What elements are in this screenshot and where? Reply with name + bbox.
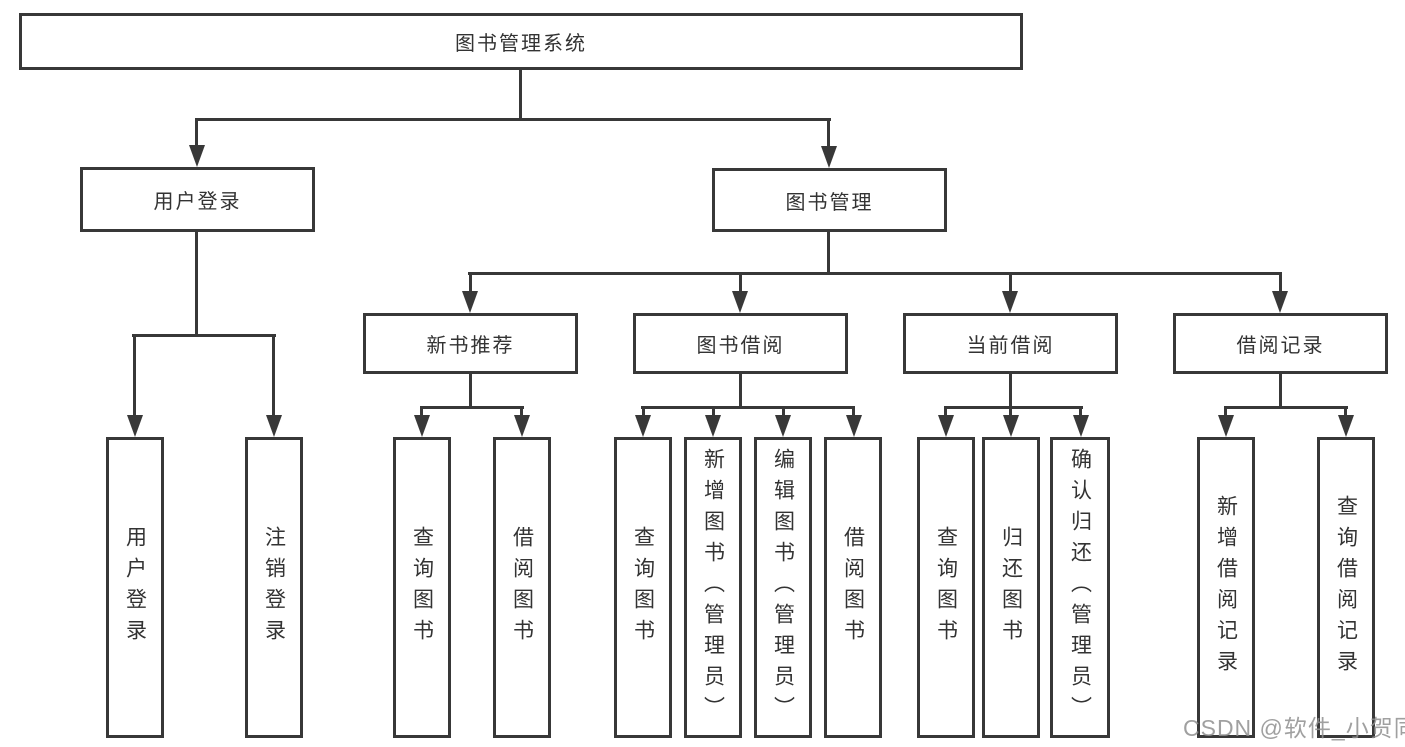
node-root: 图书管理系统	[19, 13, 1023, 70]
node-book-management: 图书管理	[712, 168, 947, 232]
connector-hline	[641, 406, 855, 409]
leaf-query-book-recommend: 查询图书	[393, 437, 451, 738]
node-label: 查询图书	[410, 525, 434, 650]
node-label: 用户登录	[123, 525, 147, 650]
node-label: 查询借阅记录	[1334, 494, 1358, 681]
node-label: 查询图书	[934, 525, 958, 650]
connector-stem	[739, 374, 742, 409]
node-label: 当前借阅	[966, 335, 1055, 357]
connector-arrowhead	[635, 415, 651, 437]
connector-arrow-shaft	[642, 406, 645, 418]
connector-arrow-shaft	[195, 118, 198, 148]
node-new-book-recommend: 新书推荐	[363, 313, 578, 374]
node-label: 借阅记录	[1236, 335, 1325, 357]
node-borrow-records: 借阅记录	[1173, 313, 1388, 374]
leaf-return-book: 归还图书	[982, 437, 1040, 738]
node-label: 图书管理	[785, 191, 874, 214]
node-label: 图书管理系统	[455, 33, 587, 55]
leaf-confirm-return-admin: 确认归还（管理员）	[1050, 437, 1110, 738]
connector-arrow-shaft	[782, 406, 785, 418]
node-user-login: 用户登录	[80, 167, 315, 232]
leaf-user-login: 用户登录	[106, 437, 164, 738]
connector-stem	[469, 374, 472, 409]
connector-arrow-shaft	[1079, 406, 1082, 418]
leaf-query-borrow-record: 查询借阅记录	[1317, 437, 1375, 738]
node-label: 图书借阅	[696, 335, 785, 357]
connector-arrowhead	[414, 415, 430, 437]
node-label: 新增图书（管理员）	[701, 448, 725, 727]
connector-stem	[195, 232, 198, 337]
connector-arrowhead	[1272, 291, 1288, 313]
connector-arrowhead	[732, 291, 748, 313]
connector-arrow-shaft	[852, 406, 855, 418]
leaf-query-book-current: 查询图书	[917, 437, 975, 738]
connector-hline	[468, 272, 1282, 275]
connector-arrow-shaft	[1009, 406, 1012, 418]
node-label: 用户登录	[153, 191, 242, 213]
connector-arrowhead	[514, 415, 530, 437]
connector-arrowhead	[1218, 415, 1234, 437]
leaf-borrow-book-recommend: 借阅图书	[493, 437, 551, 738]
leaf-borrow-book: 借阅图书	[824, 437, 882, 738]
node-label: 借阅图书	[841, 525, 865, 650]
node-label: 新书推荐	[426, 335, 515, 357]
connector-hline	[132, 334, 276, 337]
connector-hline	[1224, 406, 1348, 409]
node-label: 注销登录	[262, 525, 286, 650]
connector-arrowhead	[1002, 291, 1018, 313]
connector-arrowhead	[846, 415, 862, 437]
connector-arrow-shaft	[1224, 406, 1227, 418]
node-current-borrow: 当前借阅	[903, 313, 1118, 374]
connector-arrow-shaft	[272, 334, 275, 418]
connector-arrow-shaft	[133, 334, 136, 418]
connector-arrowhead	[1003, 415, 1019, 437]
connector-hline	[420, 406, 524, 409]
connector-stem	[1009, 374, 1012, 409]
node-label: 编辑图书（管理员）	[771, 448, 795, 727]
connector-stem	[827, 232, 830, 275]
node-label: 归还图书	[999, 525, 1023, 650]
node-label: 新增借阅记录	[1214, 494, 1238, 681]
connector-arrow-shaft	[739, 272, 742, 294]
node-book-borrow: 图书借阅	[633, 313, 848, 374]
connector-stem	[519, 70, 522, 121]
connector-arrowhead	[938, 415, 954, 437]
connector-arrow-shaft	[1344, 406, 1347, 418]
connector-arrow-shaft	[827, 118, 830, 149]
connector-hline	[195, 118, 831, 121]
leaf-edit-book-admin: 编辑图书（管理员）	[754, 437, 812, 738]
connector-arrowhead	[775, 415, 791, 437]
connector-arrowhead	[1338, 415, 1354, 437]
connector-arrowhead	[705, 415, 721, 437]
connector-stem	[1279, 374, 1282, 409]
connector-arrow-shaft	[1279, 272, 1282, 294]
connector-hline	[944, 406, 1083, 409]
connector-arrow-shaft	[1009, 272, 1012, 294]
leaf-logout: 注销登录	[245, 437, 303, 738]
node-label: 借阅图书	[510, 525, 534, 650]
connector-arrow-shaft	[944, 406, 947, 418]
connector-arrowhead	[189, 145, 205, 167]
connector-arrowhead	[462, 291, 478, 313]
connector-arrowhead	[127, 415, 143, 437]
connector-arrow-shaft	[712, 406, 715, 418]
connector-arrow-shaft	[469, 272, 472, 294]
node-label: 查询图书	[631, 525, 655, 650]
leaf-add-book-admin: 新增图书（管理员）	[684, 437, 742, 738]
leaf-query-book-borrow: 查询图书	[614, 437, 672, 738]
leaf-add-borrow-record: 新增借阅记录	[1197, 437, 1255, 738]
connector-arrowhead	[821, 146, 837, 168]
connector-arrowhead	[266, 415, 282, 437]
connector-arrow-shaft	[520, 406, 523, 418]
connector-arrow-shaft	[420, 406, 423, 418]
connector-arrowhead	[1073, 415, 1089, 437]
node-label: 确认归还（管理员）	[1068, 448, 1092, 727]
watermark: CSDN @软件_小贺同学	[1183, 715, 1405, 741]
